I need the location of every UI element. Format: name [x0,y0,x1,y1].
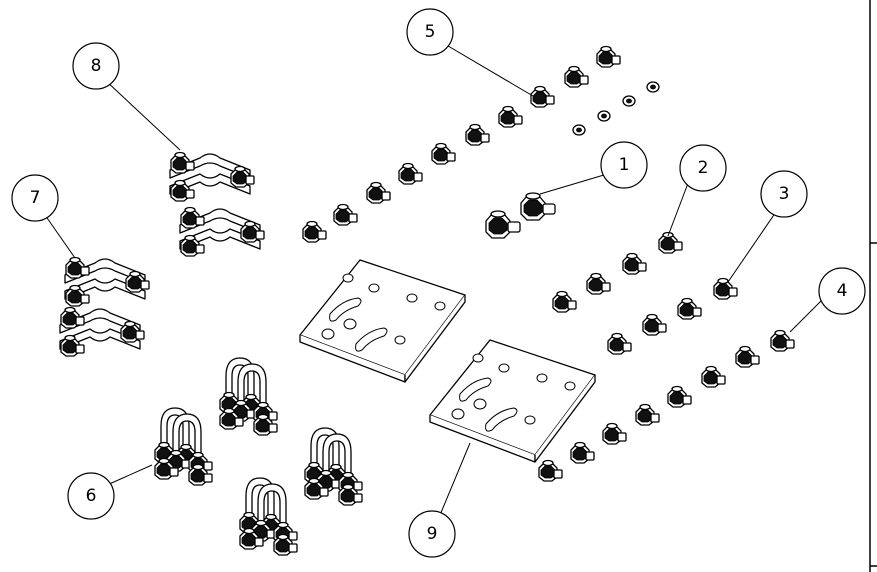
callout-5: 5 [406,8,454,56]
callout-7-label: 7 [30,188,41,208]
callout-8: 8 [72,42,120,90]
part-8-pipe-clamp [170,153,264,257]
part-1-large-bolts [485,192,556,239]
callout-1: 1 [600,141,648,189]
part-5-bolts-and-washers [302,45,660,243]
callout-8-label: 8 [91,56,102,76]
part-7-clamp-assembly [60,258,149,357]
callout-6: 6 [67,472,115,520]
callout-7: 7 [11,174,59,222]
nuts-grid-parts-2-3-4 [538,231,795,482]
callout-2: 2 [679,144,727,192]
leader-lines [44,42,823,516]
part-9-mounting-plates [299,259,596,463]
callout-3: 3 [760,170,808,218]
callout-3-label: 3 [779,184,790,204]
callout-9-label: 9 [427,524,438,544]
callout-4: 4 [818,267,866,315]
callout-2-label: 2 [698,158,709,178]
part-6-u-bolts [155,358,362,555]
callout-4-label: 4 [837,281,848,301]
callout-6-label: 6 [86,486,97,506]
callout-9: 9 [408,510,456,558]
callout-5-label: 5 [425,22,436,42]
callout-1-label: 1 [619,155,630,175]
